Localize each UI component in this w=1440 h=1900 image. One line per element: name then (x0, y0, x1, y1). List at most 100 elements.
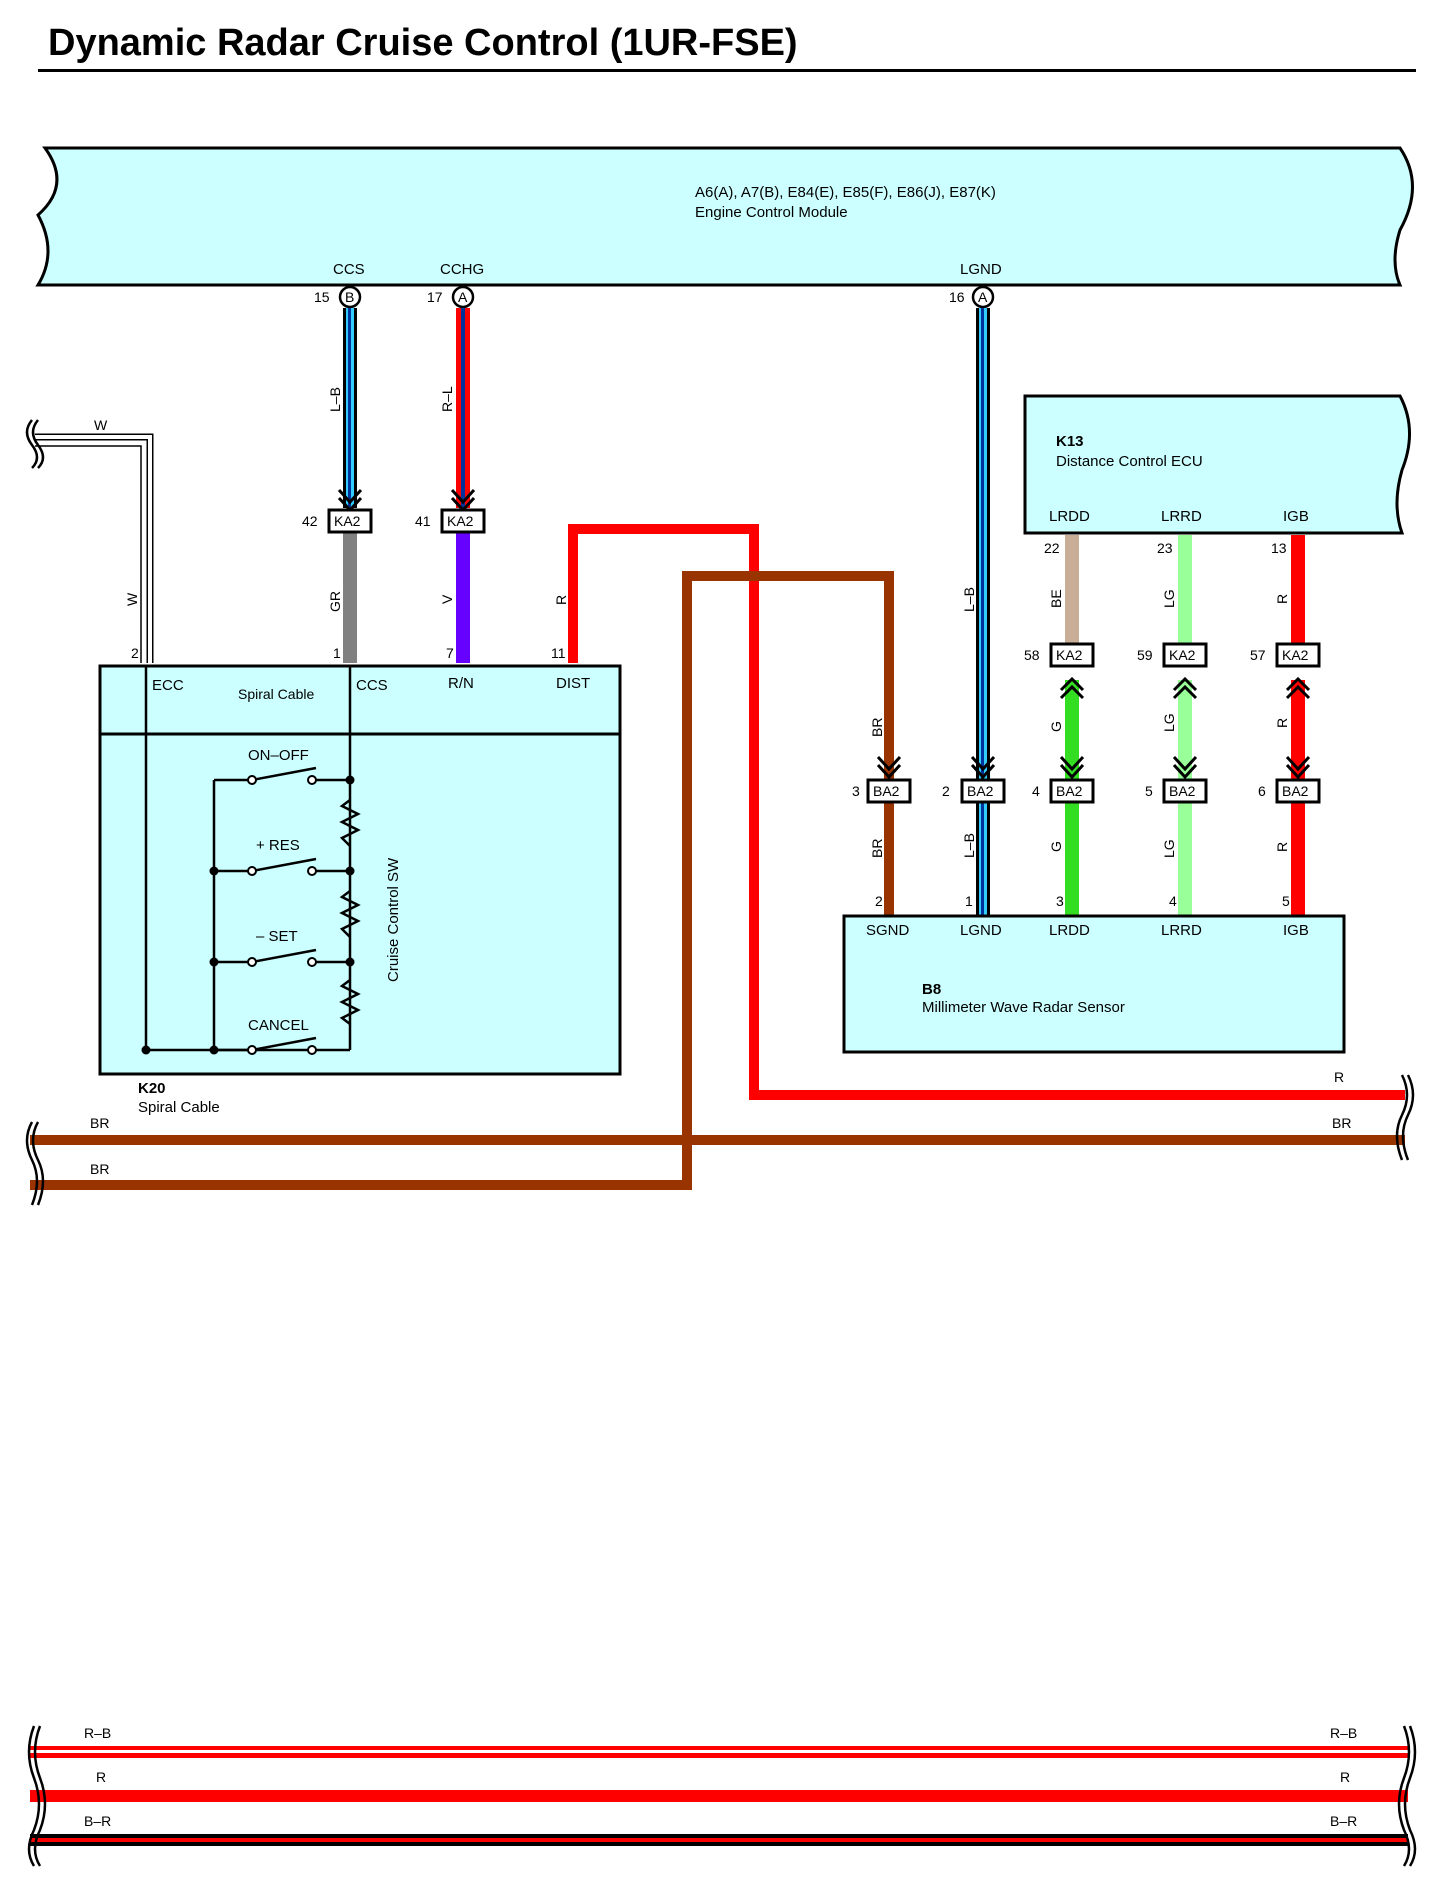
wire-label-w-side: W (124, 592, 140, 606)
b8-name: Millimeter Wave Radar Sensor (922, 999, 1125, 1016)
wire-label-br-5: BR (1332, 1115, 1351, 1131)
switch-set: – SET (256, 928, 298, 945)
k13-term-lrrd: LRRD (1161, 508, 1202, 525)
ba2-pin-5: 5 (1145, 783, 1153, 799)
ka2-label-58: KA2 (1056, 647, 1083, 663)
switch-on-off: ON–OFF (248, 747, 309, 764)
ecm-term-cchg: CCHG (440, 261, 484, 278)
wire-label-br-4: BR (90, 1161, 109, 1177)
wire-label-rb-left: R–B (84, 1725, 111, 1741)
wire-label-br-bottom-right: B–R (1330, 1813, 1357, 1829)
ba2-pin-2: 2 (942, 783, 950, 799)
ba2-connector-6: BA2 6 (1258, 778, 1321, 804)
k20-term-rn: R/N (448, 675, 474, 692)
b8-pin-4: 4 (1169, 893, 1177, 909)
k20-pin-11: 11 (551, 645, 566, 661)
switch-cancel: CANCEL (248, 1017, 309, 1034)
ba2-connector-3: BA2 3 (852, 778, 912, 804)
wire-gr: GR (327, 533, 357, 663)
wire-label-w-top: W (94, 417, 108, 433)
b8-term-sgnd: SGND (866, 922, 910, 939)
wire-label-r-igb-3: R (1274, 842, 1290, 852)
ka2-label-59: KA2 (1169, 647, 1196, 663)
k13-pin-23: 23 (1157, 540, 1173, 556)
wire-label-r-bottom-left: R (96, 1769, 106, 1785)
ecm-pin-conn-a2: A (978, 289, 988, 305)
ka2-connector-58: KA2 58 (1024, 642, 1095, 668)
wire-label-br-bottom-left: B–R (84, 1813, 111, 1829)
k13-ecu: K13 Distance Control ECU LRDD LRRD IGB 2… (1023, 394, 1412, 556)
wire-label-br-3: BR (90, 1115, 109, 1131)
ba2-label-6: BA2 (1282, 783, 1309, 799)
wire-label-br-2: BR (869, 839, 885, 858)
k20-term-ecc: ECC (152, 677, 184, 694)
wire-label-lb-2: L–B (961, 587, 977, 612)
ka2-pin-42: 42 (302, 513, 318, 529)
k13-pin-22: 22 (1044, 540, 1060, 556)
k20-code: K20 (138, 1080, 166, 1097)
wire-label-g-1: G (1048, 721, 1064, 732)
cruise-control-sw-label: Cruise Control SW (385, 857, 402, 982)
wire-label-r-dist: R (553, 595, 569, 605)
ecm-term-lgnd: LGND (960, 261, 1002, 278)
wire-igb: R R R (1274, 535, 1311, 916)
ba2-pin-6: 6 (1258, 783, 1266, 799)
b8-code: B8 (922, 981, 941, 998)
ecm-module: A6(A), A7(B), E84(E), E85(F), E86(J), E8… (35, 146, 1414, 287)
wire-label-be: BE (1048, 589, 1064, 608)
ba2-connector-5: BA2 5 (1145, 778, 1208, 804)
wire-label-br-1: BR (869, 718, 885, 737)
ecm-code: A6(A), A7(B), E84(E), E85(F), E86(J), E8… (695, 184, 996, 201)
b8-term-igb: IGB (1283, 922, 1309, 939)
wire-w: W W (25, 417, 154, 663)
bottom-power-lines: R–B R–B R R B–R B–R (27, 1725, 1417, 1867)
page-title: Dynamic Radar Cruise Control (1UR-FSE) (48, 22, 798, 64)
ba2-label-5: BA2 (1169, 783, 1196, 799)
b8-term-lrdd: LRDD (1049, 922, 1090, 939)
ecm-pins: B 15 A 17 A 16 (314, 285, 995, 309)
wire-ccs-lb: L–B (327, 308, 363, 513)
ba2-label-3: BA2 (873, 783, 900, 799)
b8-term-lgnd: LGND (960, 922, 1002, 939)
ecm-pin-conn-a1: A (458, 289, 468, 305)
wire-lrrd: LG LG LG (1161, 535, 1198, 916)
k20-term-ccs: CCS (356, 677, 388, 694)
k13-term-igb: IGB (1283, 508, 1309, 525)
k13-term-lrdd: LRDD (1049, 508, 1090, 525)
ba2-pin-3: 3 (852, 783, 860, 799)
switch-res: + RES (256, 837, 300, 854)
wire-label-r-right: R (1334, 1069, 1344, 1085)
wire-label-rb-right: R–B (1330, 1725, 1357, 1741)
ka2-label-41: KA2 (447, 513, 474, 529)
wire-lgnd-lb: L–B L–B (961, 308, 996, 916)
ka2-pin-59: 59 (1137, 647, 1153, 663)
ecm-pin-17: 17 (427, 289, 443, 305)
ba2-connector-2: BA2 2 (942, 778, 1006, 804)
wire-cchg-rl: R–L (439, 308, 476, 513)
wire-label-v: V (439, 594, 455, 604)
title-rule (38, 69, 1416, 72)
ka2-connector-57: KA2 57 (1250, 642, 1321, 668)
k20-name: Spiral Cable (138, 1099, 220, 1116)
k20-pin-1: 1 (333, 645, 341, 661)
wire-label-gr: GR (327, 591, 343, 612)
b8-pin-2: 2 (875, 893, 883, 909)
wire-label-lb-1: L–B (327, 387, 343, 412)
wire-lrdd: BE G G (1048, 535, 1085, 916)
wire-label-lg-1: LG (1161, 589, 1177, 608)
wire-label-g-2: G (1048, 841, 1064, 852)
wire-label-r-igb-2: R (1274, 718, 1290, 728)
k20-pin-7: 7 (446, 645, 454, 661)
ka2-pin-57: 57 (1250, 647, 1266, 663)
ba2-label-2: BA2 (967, 783, 994, 799)
b8-term-lrrd: LRRD (1161, 922, 1202, 939)
k20-term-dist: DIST (556, 675, 590, 692)
ka2-label-42: KA2 (334, 513, 361, 529)
ecm-term-ccs: CCS (333, 261, 365, 278)
ecm-name: Engine Control Module (695, 204, 848, 221)
ba2-label-4: BA2 (1056, 783, 1083, 799)
b8-pin-5: 5 (1282, 893, 1290, 909)
ka2-label-57: KA2 (1282, 647, 1309, 663)
ka2-connector-41: KA2 41 (415, 508, 486, 534)
